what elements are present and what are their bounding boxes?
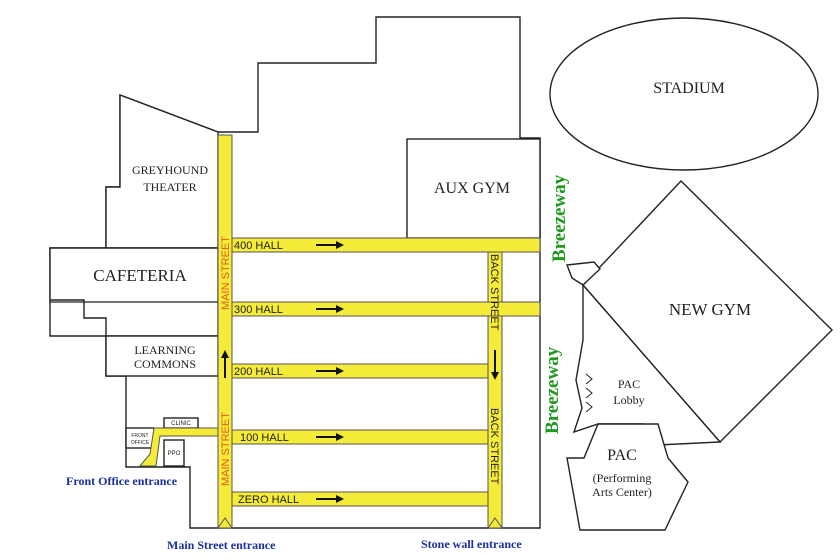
breezeway-connector [566,261,601,286]
main-street-corridor[interactable] [217,134,233,529]
ppo-room[interactable] [163,439,185,467]
learning-commons-label-line2: COMMONS [134,357,196,371]
learning-commons-area[interactable] [105,335,219,377]
pac-area[interactable] [566,423,689,531]
greyhound-theater-label-line1: GREYHOUND [132,163,208,177]
greyhound-theater-label-line2: THEATER [143,180,196,194]
pac-full-label-line2: Arts Center) [592,485,652,499]
clinic-label: CLINIC [171,421,191,427]
hall-400-label: 400 HALL [234,240,283,252]
stone-wall-entrance-marker [487,517,503,529]
breezeway-lower-label: Breezeway [542,346,563,434]
back-street-label-bottom: BACK STREET [488,408,500,485]
breezeway-upper-label: Breezeway [549,174,570,262]
main-street-entrance-marker [217,517,233,529]
hall-100[interactable] [231,429,489,445]
pac-lobby-doors [585,373,593,413]
stadium-area[interactable] [549,17,819,171]
arrow-right-icon [316,241,344,249]
hall-300[interactable] [231,301,541,317]
main-street-label-bottom: MAIN STREET [220,412,232,486]
arrow-right-icon [316,367,344,375]
arrow-up-icon [221,350,229,378]
hall-100-label: 100 HALL [240,432,289,444]
back-street-label-top: BACK STREET [488,254,500,331]
pac-lobby-area[interactable] [572,283,722,446]
pac-lobby-label-line1: PAC [618,377,640,391]
zero-hall-label: ZERO HALL [238,494,299,506]
hall-200-label: 200 HALL [234,366,283,378]
main-street-label-top: MAIN STREET [220,236,232,310]
learning-commons-label-line1: LEARNING [134,343,196,357]
cafeteria-label: CAFETERIA [93,266,187,285]
front-office-label-line2: OFFICE [131,440,150,446]
front-office-label-line1: FRONT [131,433,148,439]
hall-200[interactable] [231,363,489,379]
stone-wall-entrance-label[interactable]: Stone wall entrance [421,537,522,551]
pac-lobby-label-line2: Lobby [613,393,644,407]
arrow-right-icon [316,495,344,503]
arrow-right-icon [316,433,344,441]
aux-gym-label: AUX GYM [434,180,510,197]
arrow-down-icon [491,350,499,380]
new-gym-label: NEW GYM [669,300,751,319]
zero-hall[interactable] [231,491,489,507]
ppo-label: PPO [168,451,181,457]
hall-400[interactable] [231,237,541,253]
arrow-right-icon [316,305,344,313]
front-office-entrance-label[interactable]: Front Office entrance [66,474,178,488]
stadium-label: STADIUM [653,80,725,97]
pac-label: PAC [607,447,637,464]
hall-300-label: 300 HALL [234,304,283,316]
main-street-entrance-label[interactable]: Main Street entrance [167,538,276,552]
aux-gym-area[interactable] [406,138,541,239]
pac-full-label-line1: (Performing [593,471,652,485]
